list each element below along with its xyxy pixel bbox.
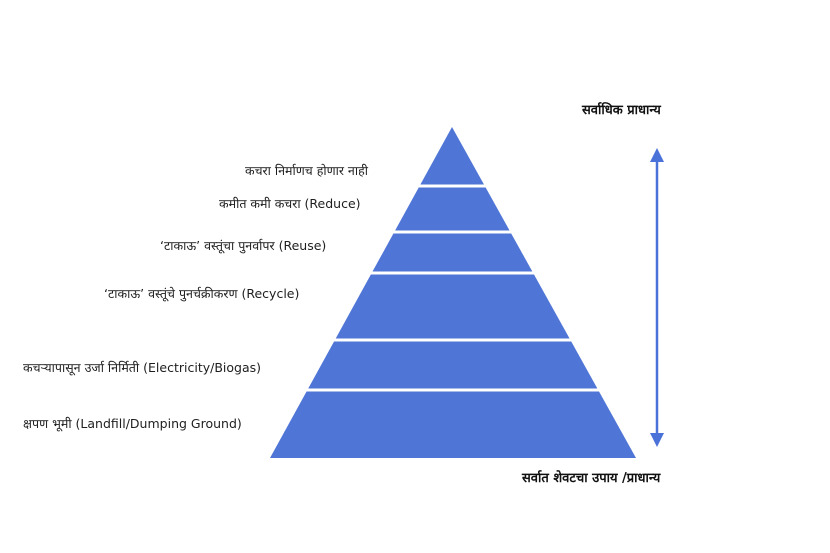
last-resort-label: सर्वात शेवटचा उपाय /प्राधान्य xyxy=(522,471,661,486)
pyramid-shape xyxy=(270,127,636,458)
arrow-up-icon xyxy=(650,148,664,162)
level-label-reuse: ‘टाकाऊ’ वस्तूंचा पुनर्वापर (Reuse) xyxy=(160,238,327,253)
level-label-recycle: ‘टाकाऊ’ वस्तूंचे पुनर्चक्रीकरण (Recycle) xyxy=(104,286,300,301)
highest-priority-label: सर्वाधिक प्राधान्य xyxy=(582,103,661,118)
pyramid-separators xyxy=(302,184,602,392)
level-label-landfill: क्षपण भूमी (Landfill/Dumping Ground) xyxy=(23,416,242,431)
priority-arrow xyxy=(650,148,664,447)
level-label-energy: कचऱ्यापासून उर्जा निर्मिती (Electricity/… xyxy=(23,360,262,375)
level-label-no-waste: कचरा निर्माणच होणार नाही xyxy=(245,163,368,178)
arrow-down-icon xyxy=(650,433,664,447)
level-label-reduce: कमीत कमी कचरा (Reduce) xyxy=(219,196,361,211)
